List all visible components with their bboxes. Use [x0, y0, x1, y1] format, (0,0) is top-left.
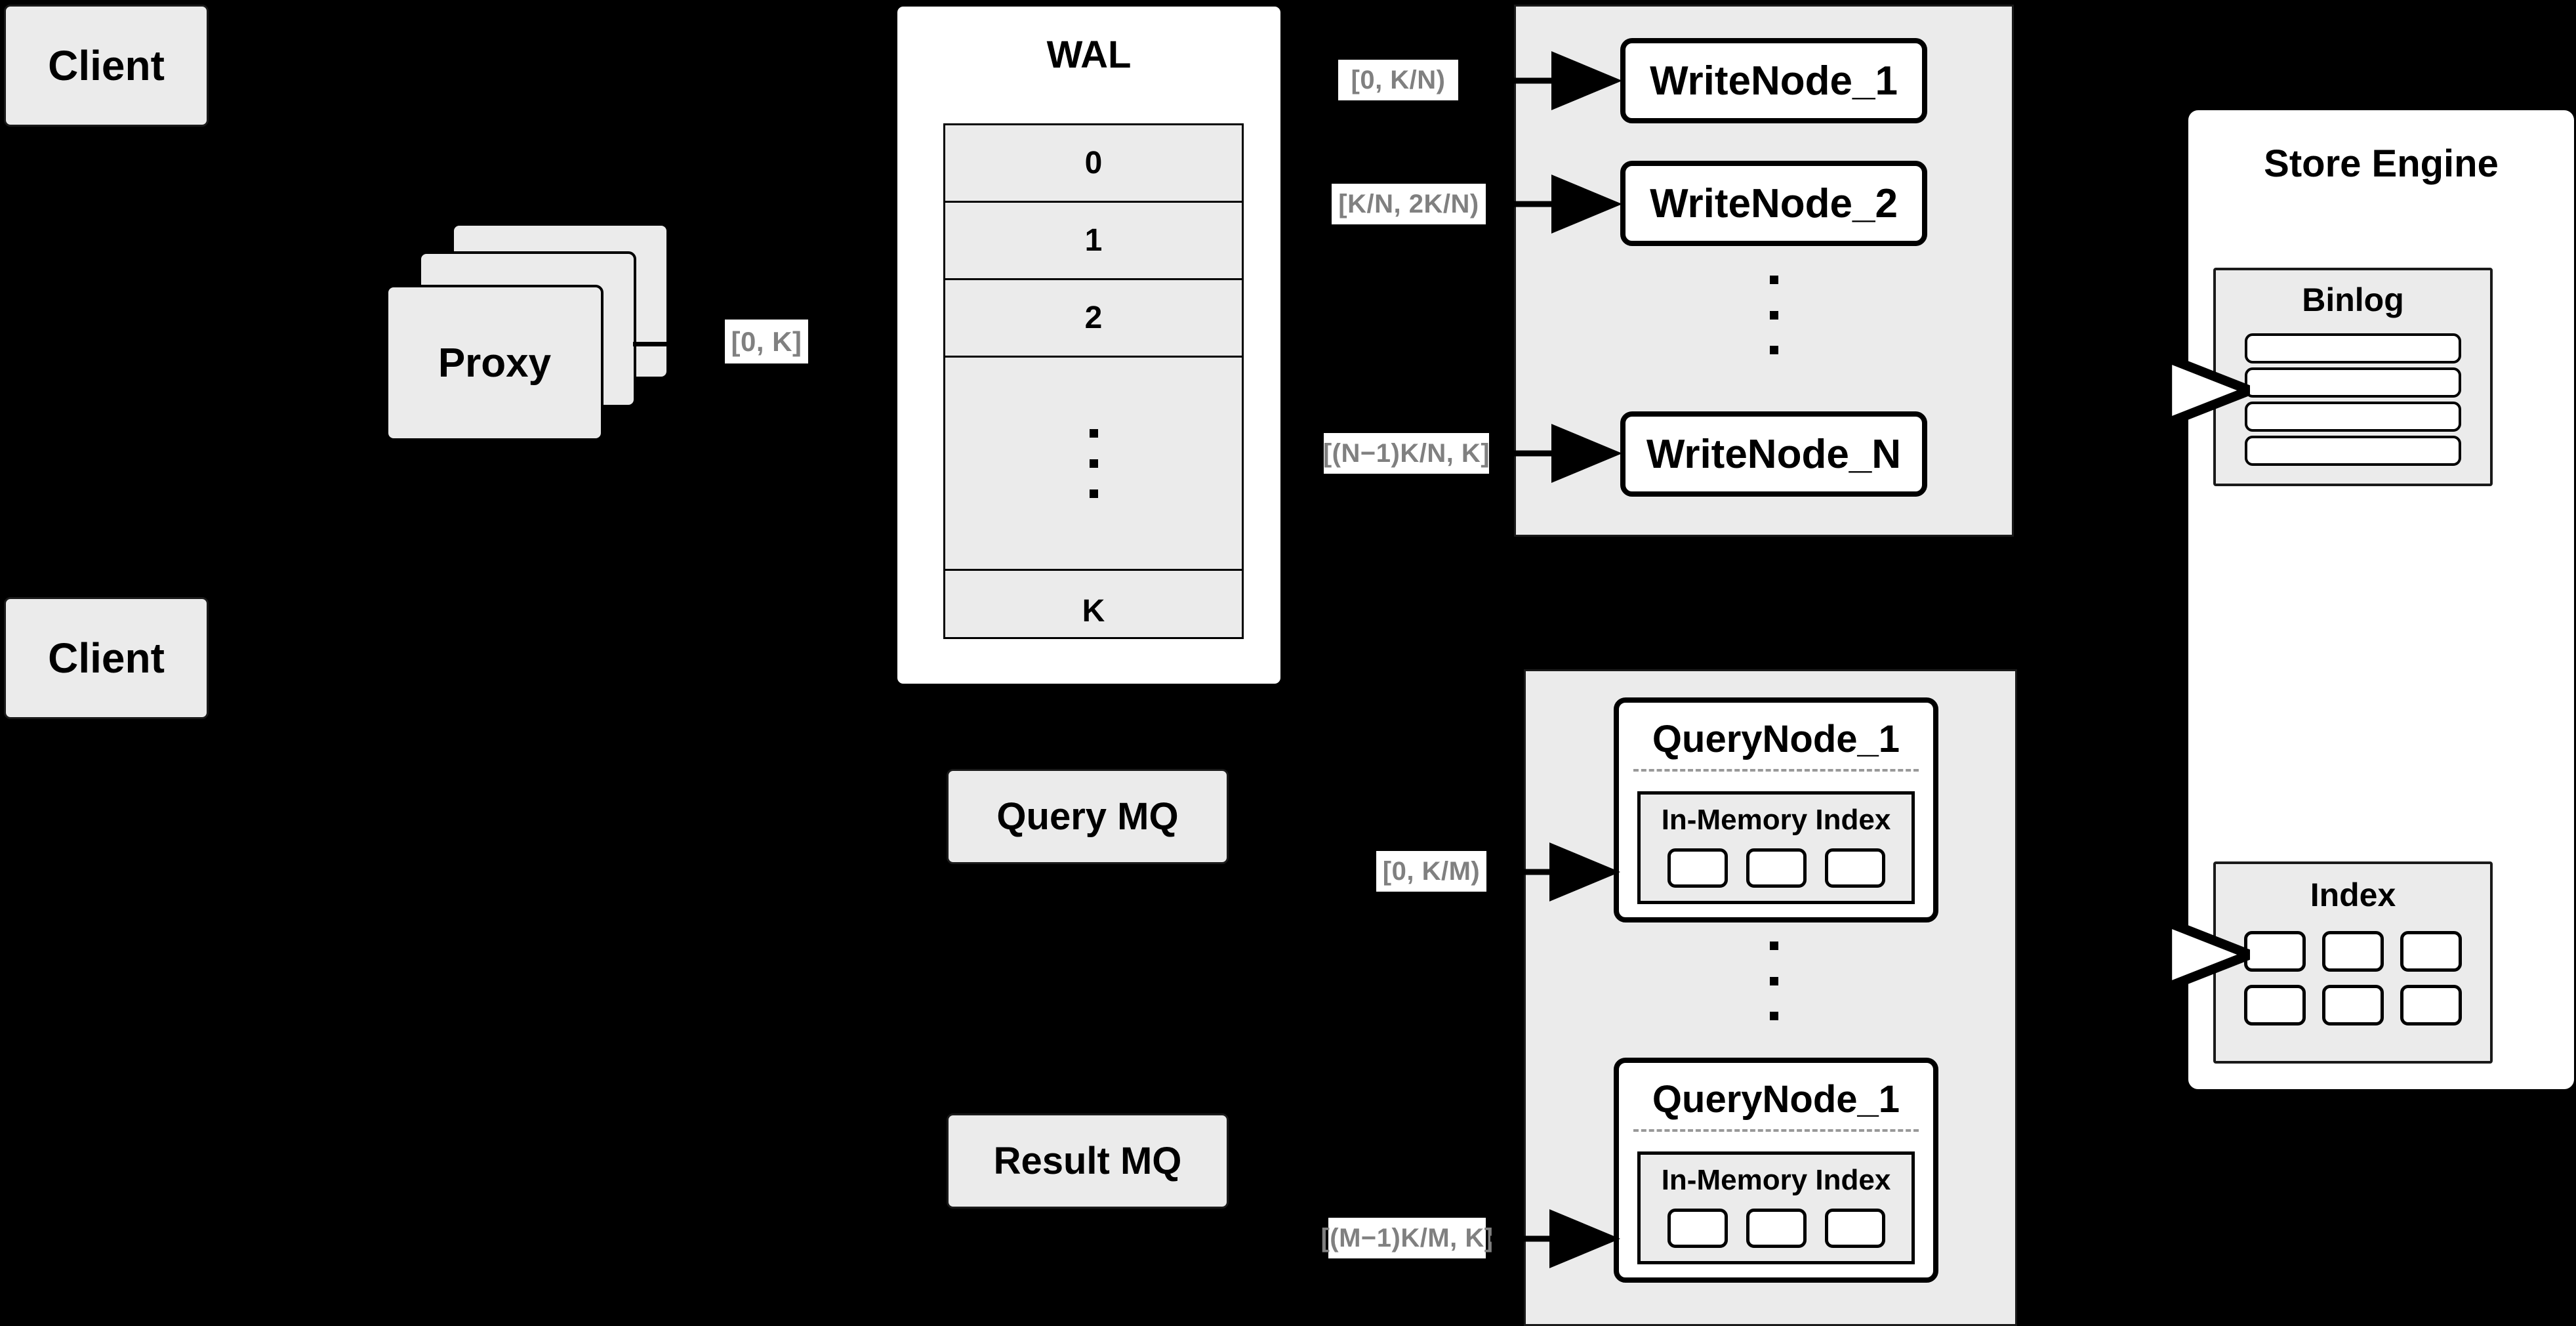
client-box-top[interactable]: Client [4, 5, 209, 127]
range-label-text: [0, K] [731, 325, 802, 357]
range-label-text: [(M−1)K/M, K] [1320, 1223, 1494, 1253]
wal-row-label: 1 [1084, 223, 1103, 258]
index-cell[interactable] [2321, 931, 2384, 972]
binlog-panel: Binlog [2213, 268, 2493, 486]
query-mq-label: Query MQ [996, 795, 1179, 838]
wal-row[interactable]: 1 [945, 203, 1242, 280]
write-node-n[interactable]: WriteNode_N [1620, 411, 1927, 497]
range-label-text: [0, K/N) [1351, 65, 1446, 94]
in-memory-index-cells [1641, 1209, 1912, 1248]
index-cell[interactable] [2244, 985, 2306, 1026]
wal-row[interactable]: 0 [945, 125, 1242, 203]
index-cell[interactable] [2244, 931, 2306, 972]
query-node-1[interactable]: QueryNode_1 In-Memory Index [1614, 697, 1938, 922]
proxy-label: Proxy [438, 340, 552, 386]
index-cell[interactable] [1824, 1209, 1885, 1248]
binlog-rows [2216, 333, 2490, 466]
in-memory-index-panel: In-Memory Index [1637, 791, 1915, 904]
query-node-separator [1633, 769, 1919, 772]
index-cell[interactable] [1824, 848, 1885, 888]
range-label-write-node-2: [K/N, 2K/N) [1332, 184, 1486, 224]
index-title: Index [2310, 877, 2396, 913]
range-label-write-node-1: [0, K/N) [1338, 60, 1458, 100]
range-label-text: [K/N, 2K/N) [1338, 189, 1479, 218]
wal-table: 0 1 2 K [943, 123, 1244, 639]
query-node-ellipsis-icon [1769, 942, 1778, 1020]
wal-panel: WAL 0 1 2 K [895, 5, 1282, 686]
write-node-1[interactable]: WriteNode_1 [1620, 38, 1927, 123]
range-label-text: [(N−1)K/N, K] [1322, 438, 1490, 468]
client-label: Client [48, 42, 165, 89]
wal-row[interactable]: K [945, 571, 1242, 651]
index-cell[interactable] [1667, 1209, 1728, 1248]
range-label-proxy-to-wal: [0, K] [725, 320, 808, 363]
index-panel: Index [2213, 861, 2493, 1064]
in-memory-index-title: In-Memory Index [1661, 804, 1891, 836]
range-label-text: [0, K/M) [1382, 856, 1481, 886]
vertical-dots-icon [1089, 428, 1098, 498]
store-engine-title: Store Engine [2264, 142, 2499, 185]
store-engine-panel: Store Engine Binlog Index [2186, 108, 2576, 1091]
result-mq-label: Result MQ [993, 1140, 1182, 1182]
proxy-connector-stub [633, 342, 670, 346]
query-node-m[interactable]: QueryNode_1 In-Memory Index [1614, 1058, 1938, 1283]
wal-row-label: 0 [1084, 146, 1103, 180]
write-node-label: WriteNode_1 [1650, 58, 1898, 104]
in-memory-index-panel: In-Memory Index [1637, 1151, 1915, 1264]
index-cell[interactable] [2400, 985, 2462, 1026]
binlog-title: Binlog [2302, 281, 2404, 318]
in-memory-index-cells [1641, 848, 1912, 888]
write-node-label: WriteNode_2 [1650, 180, 1898, 226]
write-node-ellipsis-icon [1769, 276, 1778, 354]
query-mq-box[interactable]: Query MQ [947, 769, 1229, 864]
query-node-title: QueryNode_1 [1652, 718, 1900, 760]
query-node-title: QueryNode_1 [1652, 1078, 1900, 1121]
binlog-row[interactable] [2245, 436, 2461, 466]
binlog-row[interactable] [2245, 333, 2461, 363]
range-label-query-node-m: [(M−1)K/M, K] [1320, 1218, 1493, 1258]
index-cell[interactable] [2400, 931, 2462, 972]
binlog-row[interactable] [2245, 367, 2461, 398]
wal-row-ellipsis [945, 358, 1242, 571]
result-mq-box[interactable]: Result MQ [947, 1113, 1229, 1209]
wal-title: WAL [1046, 33, 1132, 76]
index-cell[interactable] [1667, 848, 1728, 888]
range-label-write-node-n: [(N−1)K/N, K] [1322, 433, 1490, 474]
client-box-bottom[interactable]: Client [4, 597, 209, 719]
wal-row-label: 2 [1084, 300, 1103, 335]
range-label-query-node-1: [0, K/M) [1376, 851, 1486, 892]
index-cell[interactable] [1746, 1209, 1807, 1248]
client-label: Client [48, 634, 165, 682]
index-cell[interactable] [2321, 985, 2384, 1026]
binlog-row[interactable] [2245, 402, 2461, 432]
write-node-2[interactable]: WriteNode_2 [1620, 161, 1927, 246]
proxy-card-front[interactable]: Proxy [386, 285, 603, 441]
index-grid [2243, 931, 2463, 1026]
query-node-separator [1633, 1129, 1919, 1132]
index-cell[interactable] [1746, 848, 1807, 888]
wal-row-label: K [1082, 593, 1105, 629]
wal-row[interactable]: 2 [945, 280, 1242, 358]
write-node-label: WriteNode_N [1646, 431, 1902, 477]
in-memory-index-title: In-Memory Index [1661, 1164, 1891, 1196]
